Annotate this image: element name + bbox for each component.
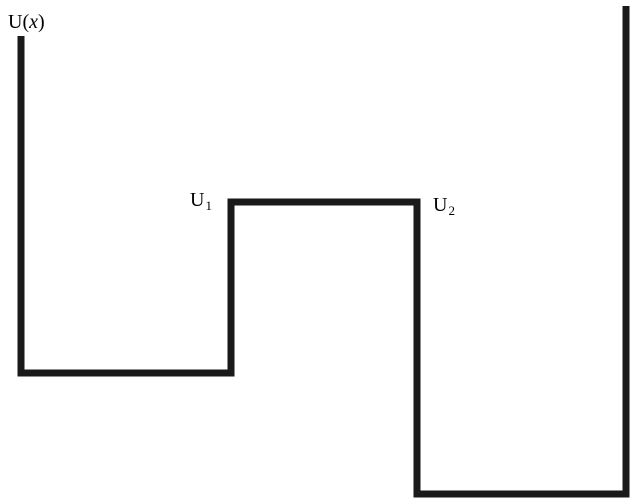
potential-axis-label: U(x) xyxy=(8,11,45,33)
potential-profile-line xyxy=(17,6,630,498)
barrier-left-level-label: U1 xyxy=(190,189,212,213)
barrier-right-level-label: U2 xyxy=(433,194,455,218)
